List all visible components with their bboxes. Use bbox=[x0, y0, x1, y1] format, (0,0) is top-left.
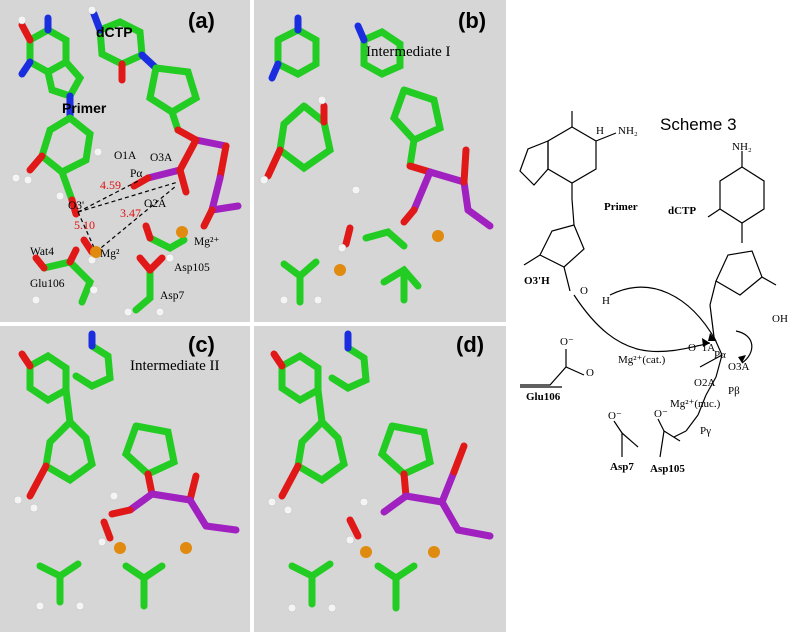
o1a-label: O1A bbox=[114, 150, 137, 162]
glu106-label: Glu106 bbox=[30, 278, 65, 290]
o3a-label: O3A bbox=[150, 152, 173, 164]
o-minus-label: O⁻ bbox=[654, 408, 668, 420]
wat4-label: Wat4 bbox=[30, 246, 54, 258]
o3prime-label: O3' bbox=[68, 200, 85, 212]
o2a-label: O2A bbox=[144, 198, 167, 210]
asp7-label: Asp7 bbox=[610, 461, 634, 473]
dctp-label: dCTP bbox=[668, 205, 697, 217]
pa-label: Pα bbox=[130, 168, 143, 180]
pa-label: Pα bbox=[714, 349, 726, 361]
distance-label: 4.59 bbox=[100, 178, 121, 192]
panel-label: (a) bbox=[188, 8, 215, 33]
panel-label: (b) bbox=[458, 8, 487, 33]
molecule-render-b bbox=[259, 14, 494, 306]
molecule-render-c bbox=[13, 330, 240, 611]
nh2-label: NH₂ bbox=[732, 141, 752, 153]
mg-cat-label: Mg²⁺(cat.) bbox=[618, 354, 666, 366]
n-h-label: H bbox=[596, 125, 604, 137]
h-label: H bbox=[602, 295, 610, 307]
panel-a: (a) dCTP Primer O1A O3A Pα O3' O2A Wat4 … bbox=[0, 0, 250, 322]
o3h-label: O3'H bbox=[524, 275, 550, 287]
o-minus-label: O⁻ bbox=[560, 336, 574, 348]
asp105-label: Asp105 bbox=[174, 262, 210, 274]
mg-nuc-label: Mg²⁺(nuc.) bbox=[670, 398, 721, 410]
o-label: O bbox=[580, 285, 588, 297]
distance-label: 5.10 bbox=[74, 218, 95, 232]
scheme-title: Scheme 3 bbox=[660, 115, 737, 134]
o3a-label: O3A bbox=[728, 361, 750, 373]
asp105-label: Asp105 bbox=[650, 463, 685, 475]
nh2-label: NH₂ bbox=[618, 125, 638, 137]
glu106-label: Glu106 bbox=[526, 391, 561, 403]
o-minus-label: O⁻ bbox=[608, 410, 622, 422]
panel-title: Intermediate II bbox=[130, 358, 220, 374]
panel-label: (c) bbox=[188, 332, 215, 357]
mg-nuc-label: Mg²⁺ bbox=[194, 236, 220, 248]
o-label: O bbox=[586, 367, 594, 379]
oh-label: OH bbox=[772, 313, 788, 325]
scheme-3: Scheme 3 NH₂ NH₂ H Primer dCTP O3'H O H … bbox=[510, 105, 800, 525]
panel-title: Intermediate I bbox=[366, 44, 451, 60]
panel-c: (c) Intermediate II bbox=[0, 326, 250, 632]
pg-label: Pγ bbox=[700, 425, 711, 437]
panel-d: (d) bbox=[254, 326, 506, 632]
mg-cat-label: Mg² bbox=[100, 248, 120, 260]
panel-b: (b) Intermediate I bbox=[254, 0, 506, 322]
molecule-render-d bbox=[267, 330, 494, 613]
distance-label: 3.47 bbox=[120, 206, 141, 220]
asp7-label: Asp7 bbox=[160, 290, 185, 302]
panel-label: (d) bbox=[456, 332, 485, 357]
pb-label: Pβ bbox=[728, 385, 740, 397]
primer-label: Primer bbox=[604, 201, 638, 213]
o2a-label: O2A bbox=[694, 377, 716, 389]
molecule-render-a bbox=[11, 5, 242, 317]
scheme-drawing bbox=[519, 111, 777, 458]
o1a-label: O⁻1A bbox=[688, 342, 716, 354]
primer-label: Primer bbox=[62, 100, 107, 116]
dctp-label: dCTP bbox=[96, 24, 133, 40]
